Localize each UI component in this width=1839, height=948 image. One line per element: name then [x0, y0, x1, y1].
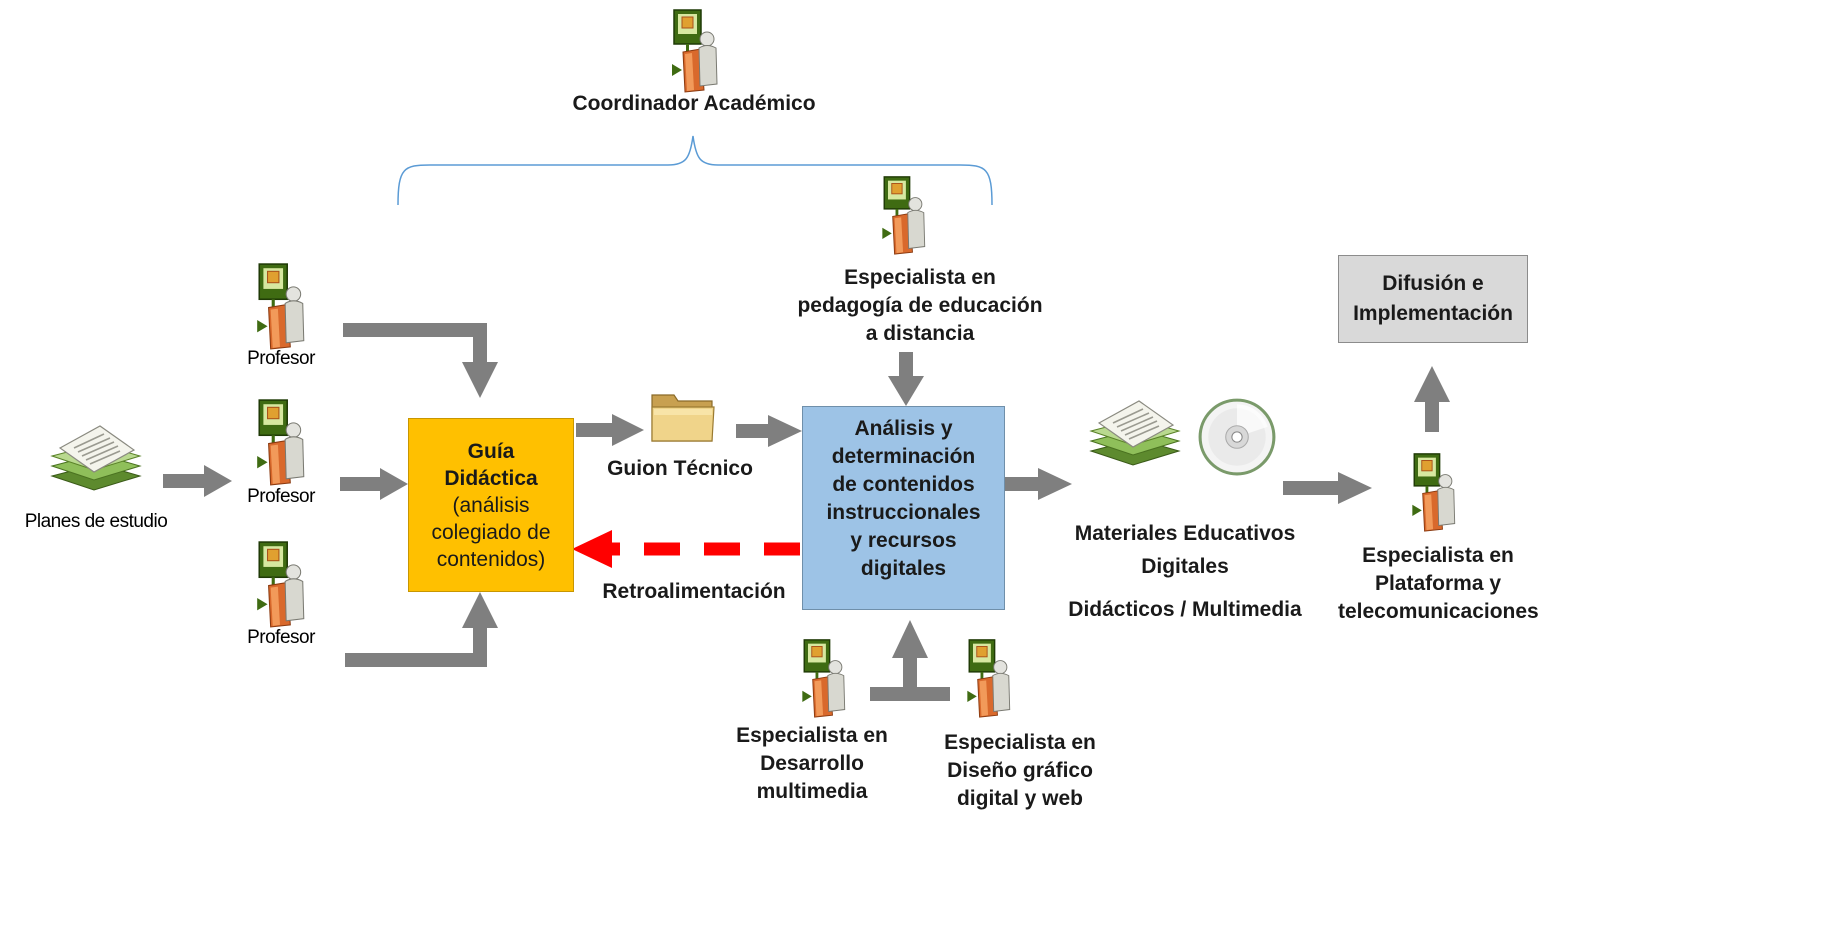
professor-person-icon [256, 399, 305, 486]
script-label: Guion Técnico [607, 457, 753, 480]
coordinator-label: Coordinador Académico [572, 92, 816, 115]
flow-arrows [163, 323, 1439, 701]
graphic-person-icon [966, 639, 1011, 718]
platform-person-icon [1411, 453, 1456, 532]
diffusion-box: Difusión e Implementación [1338, 255, 1528, 343]
materials-types-label: Didácticos / Multimedia [1068, 598, 1302, 621]
feedback-label: Retroalimentación [602, 580, 786, 603]
feedback-arrowhead [572, 530, 612, 568]
multimedia-person-icon [801, 639, 846, 718]
coordinator-person-icon [671, 9, 718, 93]
professor-label: Profesor [247, 486, 315, 507]
analysis-box: Análisis y determinación de contenidos i… [802, 406, 1005, 610]
folder-icon [651, 394, 715, 442]
study-plans-label: Planes de estudio [24, 511, 168, 532]
arrowheads [204, 362, 1450, 658]
study-plans-icon [51, 425, 141, 491]
didactic-guide-box: Guía Didáctica (análisis colegiado de co… [408, 418, 574, 592]
cd-icon [1198, 398, 1276, 476]
professor-label: Profesor [247, 348, 315, 369]
professor-person-icon [256, 263, 305, 350]
documents-icon [1090, 400, 1180, 466]
professor-person-icon [256, 541, 305, 628]
coordinator-brace [397, 135, 993, 206]
professor-label: Profesor [247, 627, 315, 648]
pedagogy-person-icon [881, 176, 926, 255]
